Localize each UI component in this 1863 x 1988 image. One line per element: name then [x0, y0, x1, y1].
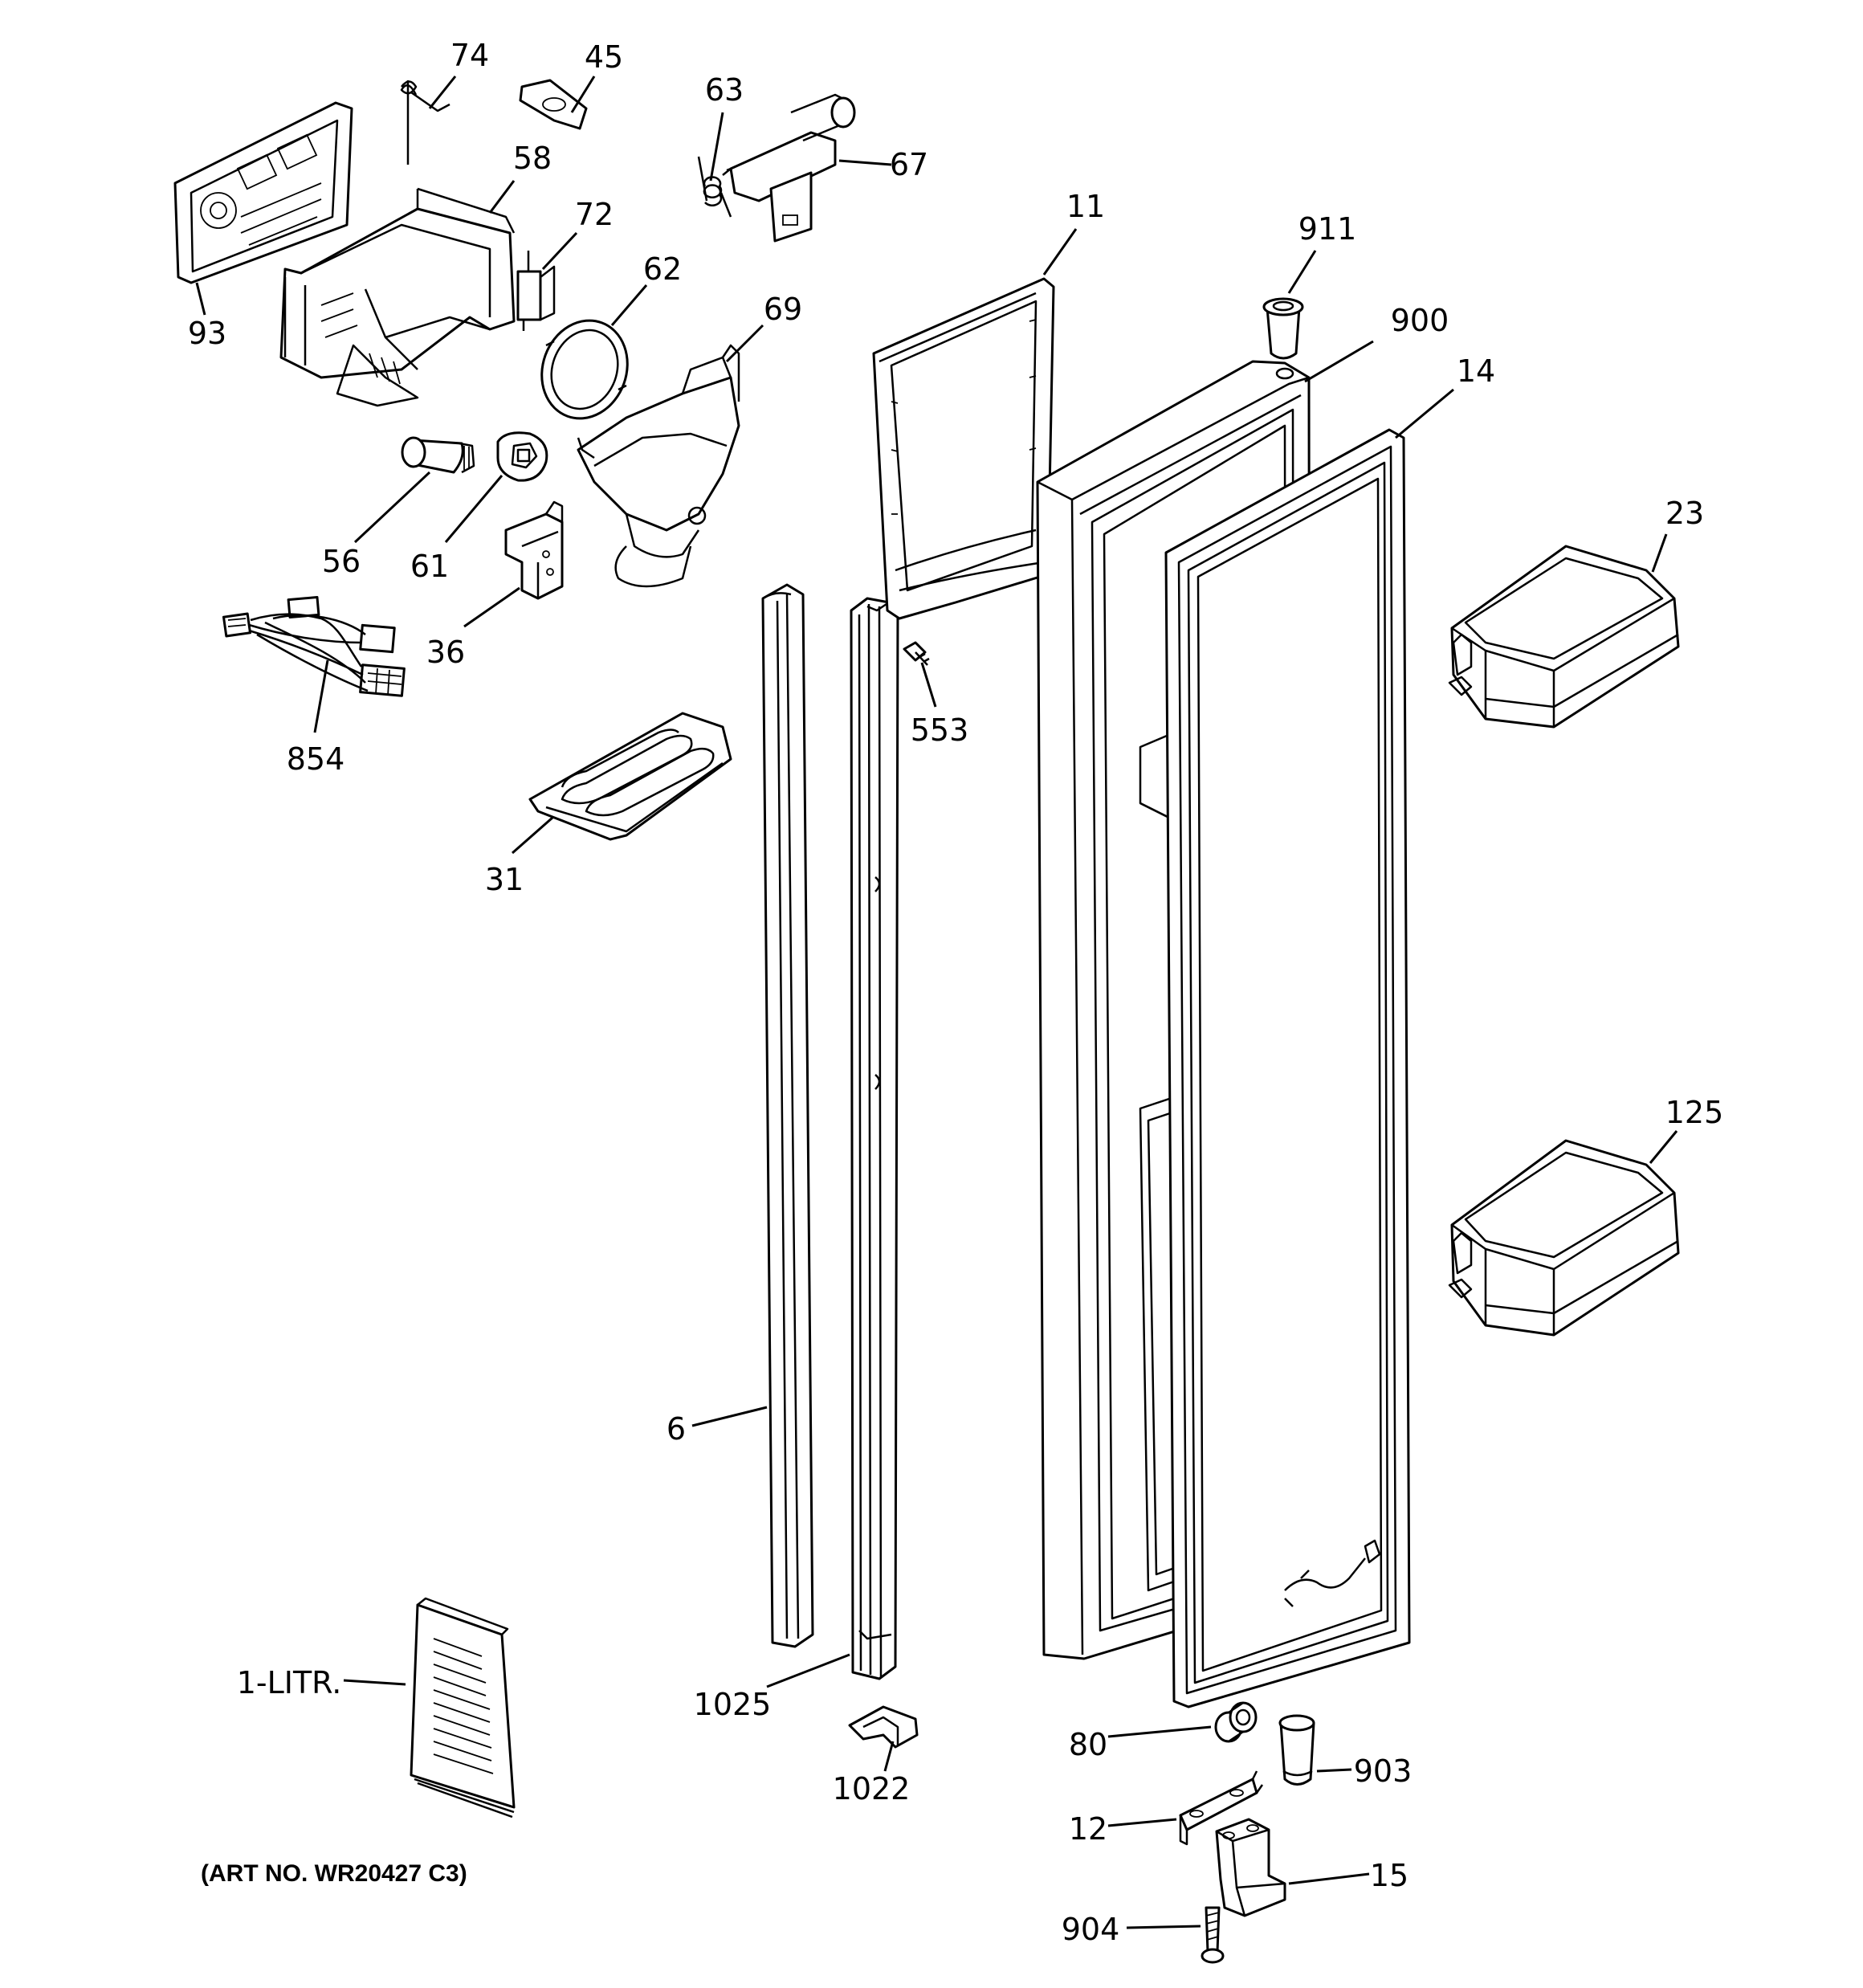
callout-911: 911 [1298, 211, 1357, 247]
part-61-socket [496, 431, 548, 482]
callout-125: 125 [1665, 1095, 1724, 1130]
callout-62: 62 [643, 251, 682, 287]
callout-63: 63 [705, 72, 744, 108]
art-number: (ART NO. WR20427 C3) [201, 1860, 467, 1887]
part-58-dispenser-housing [279, 187, 516, 407]
part-1-litr-literature [410, 1597, 516, 1819]
callout-72: 72 [575, 197, 614, 232]
leader-lines [195, 76, 1678, 1929]
part-904-screw [1201, 1906, 1225, 1964]
callout-67: 67 [890, 147, 928, 182]
part-62-ring [540, 319, 629, 420]
part-11-dispenser-frame [872, 277, 1055, 620]
part-23-door-bin [1448, 545, 1680, 729]
callout-903: 903 [1354, 1753, 1413, 1789]
callout-74: 74 [450, 38, 489, 73]
callout-553: 553 [911, 712, 969, 748]
part-15-hinge [1215, 1818, 1286, 1917]
callout-61: 61 [410, 549, 449, 584]
part-903-bushing [1278, 1714, 1315, 1786]
callout-854: 854 [287, 741, 345, 777]
part-72-switch [516, 251, 556, 331]
callout-6: 6 [667, 1411, 686, 1447]
callout-36: 36 [426, 635, 465, 670]
part-67-lever [722, 93, 856, 243]
callout-56: 56 [322, 544, 361, 579]
callout-69: 69 [764, 292, 802, 327]
callout-93: 93 [188, 316, 226, 351]
callout-1025: 1025 [694, 1687, 772, 1722]
callout-1-litr: 1-LITR. [237, 1665, 342, 1700]
callout-23: 23 [1665, 496, 1704, 531]
callout-15: 15 [1370, 1858, 1408, 1893]
part-1022-bracket [848, 1705, 919, 1749]
callout-14: 14 [1457, 353, 1495, 389]
callout-58: 58 [513, 141, 552, 176]
part-31-drip-tray [528, 712, 732, 841]
callout-1022: 1022 [833, 1771, 911, 1806]
part-63-spring [697, 156, 732, 218]
part-12-hinge-plate [1179, 1770, 1264, 1846]
part-93-control-panel [173, 101, 353, 284]
part-1025-channel [850, 597, 899, 1680]
callout-904: 904 [1062, 1912, 1120, 1947]
part-911-cap [1262, 297, 1304, 360]
part-69-funnel [577, 344, 740, 588]
callout-11: 11 [1066, 189, 1105, 224]
part-854-wire-harness [222, 595, 406, 697]
literature-text-lines [433, 1638, 494, 1774]
part-553-screw [903, 641, 930, 666]
part-125-door-bin [1448, 1139, 1680, 1337]
part-6-trim [761, 583, 814, 1648]
part-74-spring [400, 80, 450, 165]
callout-12: 12 [1069, 1811, 1107, 1847]
part-45-bracket [519, 79, 588, 130]
part-80-plug [1214, 1701, 1258, 1743]
part-56-bulb [401, 436, 475, 474]
callout-31: 31 [485, 862, 524, 897]
callout-80: 80 [1069, 1727, 1107, 1762]
callout-45: 45 [585, 39, 623, 75]
callout-900: 900 [1391, 303, 1449, 338]
part-36-bracket [504, 500, 564, 600]
callout-labels: 74 45 63 67 58 72 11 911 93 62 69 900 14… [188, 38, 1723, 1947]
part-14-gasket [1164, 428, 1411, 1708]
